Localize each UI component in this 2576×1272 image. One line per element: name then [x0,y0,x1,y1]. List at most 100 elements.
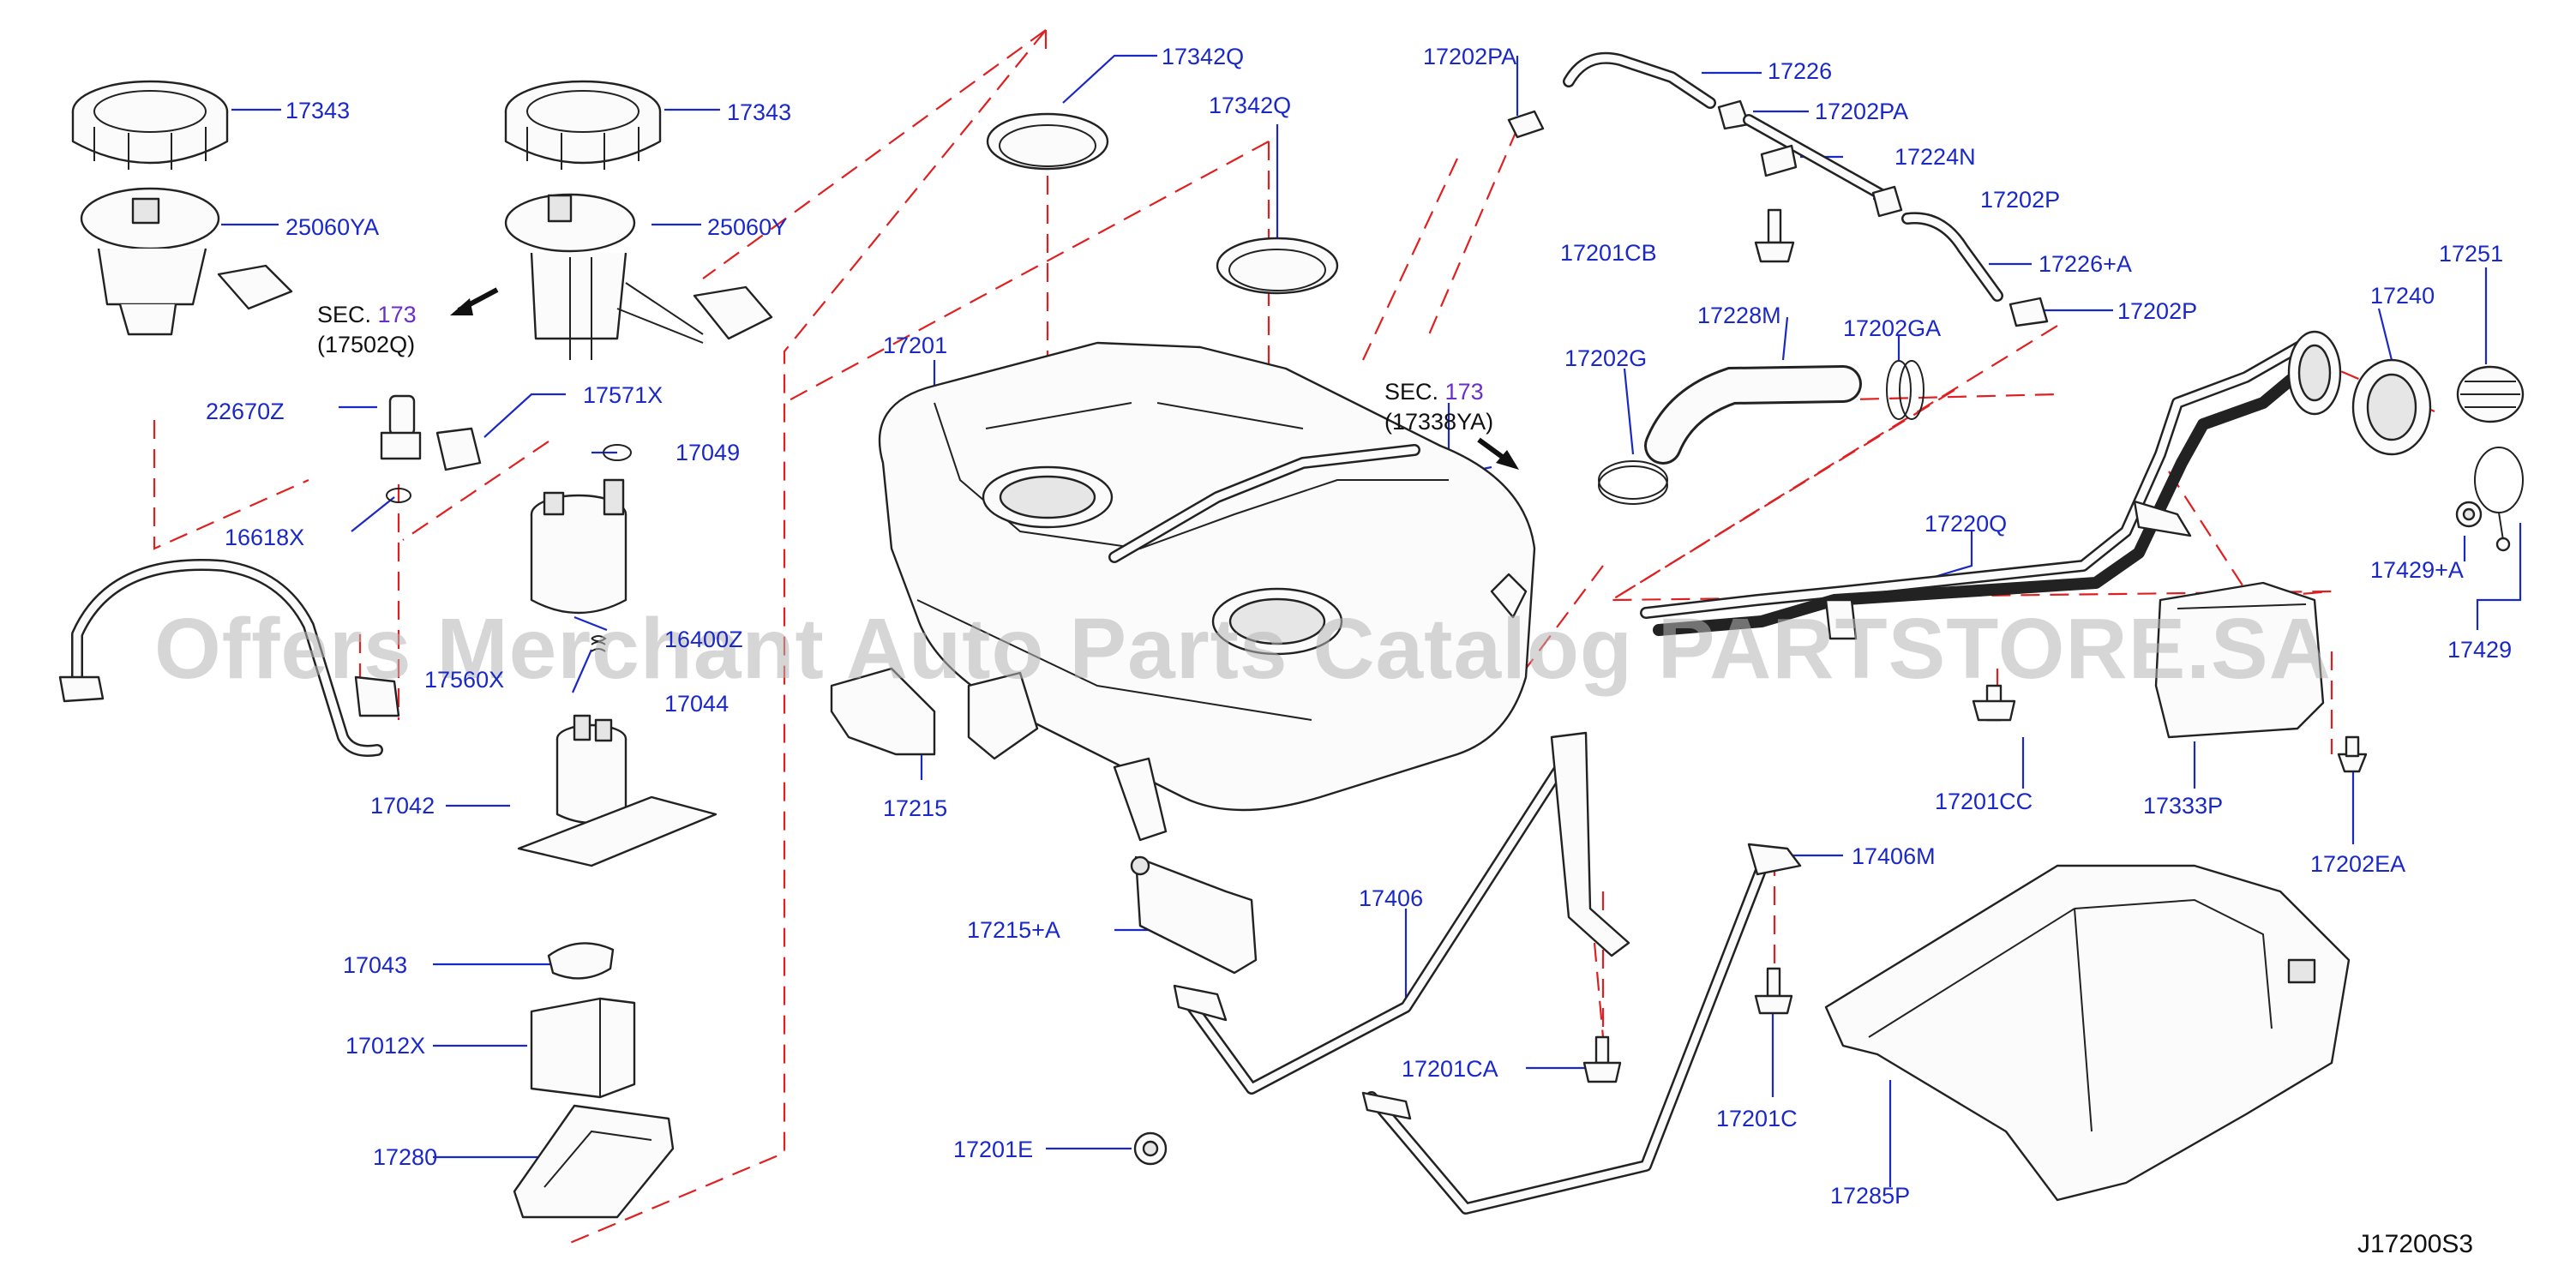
tank-band-17406M [1361,843,1802,1215]
part-label-17226A[interactable]: 17226+A [2039,251,2132,277]
bolt-17201CC [1972,684,2016,722]
part-label-17251[interactable]: 17251 [2439,241,2504,267]
part-label-17406[interactable]: 17406 [1359,885,1424,911]
part-label-17342Q-b[interactable]: 17342Q [1209,93,1292,118]
part-label-17429A[interactable]: 17429+A [2370,557,2464,583]
part-label-17201E[interactable]: 17201E [953,1137,1034,1162]
sec-arrow-right [1477,437,1519,470]
part-label-17201CA[interactable]: 17201CA [1402,1056,1498,1082]
filler-tube-17220Q [1640,330,2342,640]
part-label-17201[interactable]: 17201 [883,333,948,358]
hose-17226 [1563,51,1716,109]
bracket-17215A [1113,757,1258,975]
hose-17228M [1644,365,1862,465]
part-label-17202P-a[interactable]: 17202P [1980,187,2061,213]
tank-band-17406 [1173,731,1630,1095]
sec-arrow-left [450,287,499,315]
heat-shield-17285P [1824,864,2351,1202]
bolt-17201C [1754,967,1793,1015]
reservoir-17280 [513,1104,675,1219]
hose-17226A [1901,212,2003,302]
holder-17012X [530,997,636,1099]
part-label-17201C[interactable]: 17201C [1716,1106,1798,1131]
sec-ref: 173 [377,302,417,327]
pump-flange-25060YA [80,187,293,336]
part-label-17240[interactable]: 17240 [2370,283,2435,309]
part-label-17226[interactable]: 17226 [1768,58,1833,84]
spring-17044 [591,635,607,652]
part-label-17215[interactable]: 17215 [883,795,948,821]
bolt-17201CA [1582,1035,1622,1083]
clamp-17202GA [1886,360,1924,420]
clamp-17202G [1598,460,1668,505]
part-label-17406M[interactable]: 17406M [1852,843,1936,869]
part-label-25060Y[interactable]: 25060Y [707,214,788,240]
sensor-22670Z [380,394,422,460]
part-label-17202G[interactable]: 17202G [1564,345,1648,371]
part-label-17043[interactable]: 17043 [343,952,408,978]
part-label-25060YA[interactable]: 25060YA [285,214,380,240]
lock-ring-17343-left [71,80,229,170]
sec-note-17338YA[interactable]: SEC. 173 (17338YA) [1384,377,1493,437]
part-label-17571X[interactable]: 17571X [583,382,664,408]
part-label-17201CC[interactable]: 17201CC [1935,789,2033,814]
pump-module-25060Y [504,193,773,360]
part-label-17343-b[interactable]: 17343 [727,99,792,125]
clamps-17202P [1871,185,2049,327]
part-label-16618X[interactable]: 16618X [225,525,305,550]
sec-prefix: SEC. [1384,379,1439,405]
bracket-17215 [830,667,1039,760]
o-ring-17049 [603,444,632,461]
bolt-17201CB [1754,208,1795,263]
clip-17429A [2455,501,2483,528]
part-label-16400Z[interactable]: 16400Z [664,627,743,652]
part-label-17333P[interactable]: 17333P [2143,793,2224,819]
packing-rings-17342Q [986,112,1339,295]
tube-17224N [1743,114,1892,203]
fuel-cap-17251 [2456,365,2525,423]
part-label-17042[interactable]: 17042 [370,793,435,819]
sec-prefix: SEC. [317,302,372,327]
sec-sub: (17502Q) [317,332,416,358]
connector-17571X [435,427,482,471]
part-label-17044[interactable]: 17044 [664,691,730,717]
part-label-17280[interactable]: 17280 [373,1144,438,1170]
part-label-17202P-b[interactable]: 17202P [2117,298,2198,324]
part-label-17201CB[interactable]: 17201CB [1560,240,1657,266]
part-label-17202GA[interactable]: 17202GA [1843,315,1942,341]
part-label-17285P[interactable]: 17285P [1830,1183,1911,1209]
filler-neck-17240 [2351,358,2432,456]
clip-17043 [547,942,615,980]
fuel-hose-17560X [58,559,400,757]
lock-ring-17343-right [504,80,662,170]
sec-ref: 173 [1444,379,1484,405]
sec-sub: (17338YA) [1384,409,1494,435]
bolt-17201E [1133,1131,1168,1166]
part-label-17342Q-a[interactable]: 17342Q [1162,44,1245,69]
o-ring-16618X [386,488,411,503]
part-label-17202PA-a[interactable]: 17202PA [1423,44,1517,69]
part-label-17343-a[interactable]: 17343 [285,98,351,123]
part-label-17560X[interactable]: 17560X [424,667,505,693]
part-label-17049[interactable]: 17049 [676,440,741,465]
part-label-17202PA-b[interactable]: 17202PA [1815,99,1909,124]
protector-17333P [2154,581,2325,739]
part-label-17202EA[interactable]: 17202EA [2310,851,2406,877]
tether-17429 [2474,447,2524,552]
part-label-17215A[interactable]: 17215+A [967,917,1060,943]
clip-17202EA [2337,735,2368,773]
diagram-code: J17200S3 [2357,1230,2474,1258]
sec-note-17502Q[interactable]: SEC. 173 (17502Q) [317,300,417,360]
part-label-17224N[interactable]: 17224N [1894,144,1976,170]
part-label-17429[interactable]: 17429 [2447,637,2513,663]
part-label-22670Z[interactable]: 22670Z [206,399,285,424]
part-label-17012X[interactable]: 17012X [345,1033,426,1059]
fuel-pump-17042 [517,714,718,867]
fuel-filter-16400Z [530,478,627,615]
fuel-tank-17201 [878,341,1536,812]
part-label-17228M[interactable]: 17228M [1697,303,1781,328]
clamps-17202PA [1507,99,1750,139]
part-label-17220Q[interactable]: 17220Q [1924,511,2008,537]
